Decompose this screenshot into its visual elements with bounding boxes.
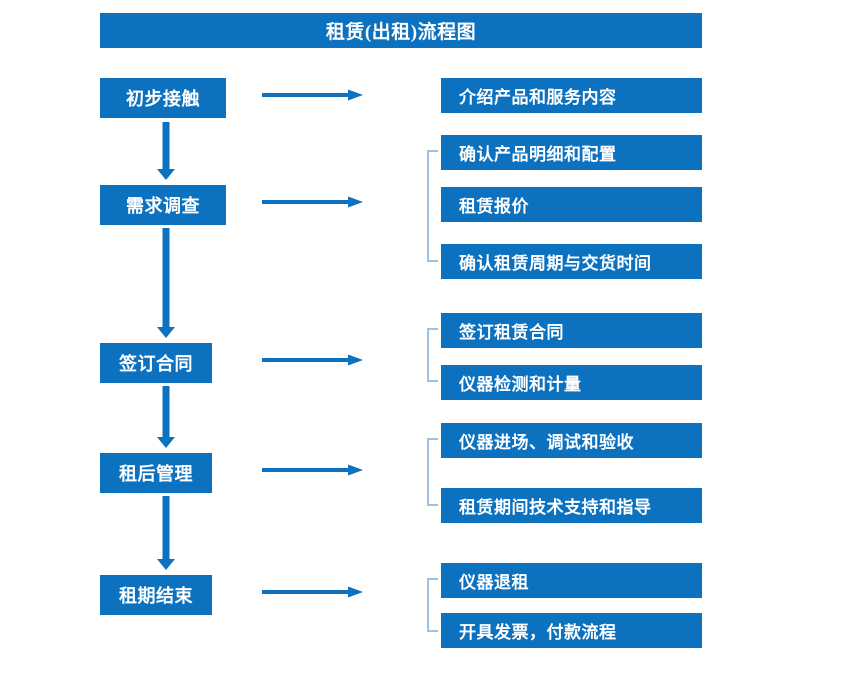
stage-box-租期结束[interactable]: 租期结束: [100, 575, 212, 615]
stage-box-签订合同[interactable]: 签订合同: [100, 343, 212, 383]
detail-box-仪器退租[interactable]: 仪器退租: [441, 563, 702, 598]
bracket-group-3: [427, 328, 438, 382]
detail-box-租赁报价[interactable]: 租赁报价: [441, 187, 702, 222]
arrow-stage-2-to-group-2: [262, 195, 363, 209]
detail-box-租赁期间技术支持和指导[interactable]: 租赁期间技术支持和指导: [441, 488, 702, 523]
arrow-stage-4-to-stage-5: [156, 496, 176, 570]
arrow-stage-3-to-group-3: [262, 353, 363, 367]
arrow-stage-1-to-stage-2: [156, 122, 176, 180]
detail-box-确认产品明细和配置[interactable]: 确认产品明细和配置: [441, 135, 702, 170]
detail-box-介绍产品和服务内容[interactable]: 介绍产品和服务内容: [441, 78, 702, 113]
arrow-stage-1-to-detail: [262, 88, 363, 102]
detail-box-仪器进场调试和验收[interactable]: 仪器进场、调试和验收: [441, 423, 702, 458]
diagram-title: 租赁(出租)流程图: [100, 13, 702, 48]
detail-box-开具发票付款流程[interactable]: 开具发票，付款流程: [441, 613, 702, 648]
stage-box-需求调查[interactable]: 需求调查: [100, 185, 226, 225]
bracket-group-5: [427, 578, 438, 632]
detail-box-仪器检测和计量[interactable]: 仪器检测和计量: [441, 365, 702, 400]
detail-box-确认租赁周期与交货时间[interactable]: 确认租赁周期与交货时间: [441, 244, 702, 279]
bracket-group-4: [427, 438, 438, 506]
bracket-group-2: [427, 150, 438, 262]
arrow-stage-4-to-group-4: [262, 463, 363, 477]
stage-box-租后管理[interactable]: 租后管理: [100, 453, 212, 493]
arrow-stage-3-to-stage-4: [156, 386, 176, 448]
detail-box-签订租赁合同[interactable]: 签订租赁合同: [441, 313, 702, 348]
arrow-stage-2-to-stage-3: [156, 228, 176, 338]
stage-box-初步接触[interactable]: 初步接触: [100, 78, 226, 118]
arrow-stage-5-to-group-5: [262, 585, 363, 599]
